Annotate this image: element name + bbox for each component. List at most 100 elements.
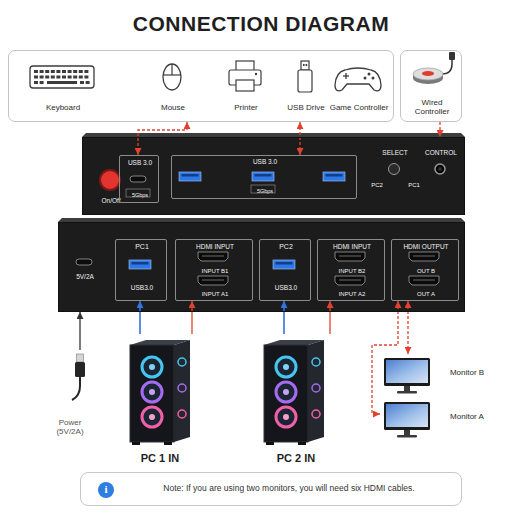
pc-tower: [130, 340, 190, 445]
front-fan: [312, 384, 320, 392]
tower-foot: [132, 442, 140, 445]
device-name: USB Drive: [276, 103, 336, 112]
fan-hub: [149, 414, 155, 420]
device-name: Game Controller: [323, 103, 395, 112]
info-symbol: i: [99, 483, 113, 496]
game-controller-icon: [335, 68, 381, 91]
monitor-base: [397, 435, 417, 438]
hdmi-port: [335, 276, 365, 285]
usb-tongue: [182, 174, 199, 177]
pc-figure: PC 1 IN: [120, 334, 200, 468]
cable-connector: [407, 301, 408, 354]
cable-connector: [79, 312, 80, 350]
peripheral-panel: Keyboard Mouse PrinterUSB DriveGame Contro…: [8, 50, 394, 122]
space-bar: [47, 81, 77, 84]
usb-a-port: [273, 260, 295, 269]
info-badge: i: [98, 482, 114, 498]
fan-hub: [283, 364, 289, 370]
port-label: USB 3.0: [245, 158, 285, 165]
power-cable: [72, 377, 80, 400]
cable-connector: [299, 122, 300, 155]
key-row: [34, 76, 90, 79]
puck-top: [413, 68, 443, 80]
key-row: [80, 81, 90, 84]
figure-label: PC 2 IN: [256, 452, 336, 465]
cable-connector: [329, 301, 330, 334]
device-name: Mouse: [143, 103, 203, 112]
fan-hub: [149, 364, 155, 370]
key-row: [34, 70, 90, 73]
power-figure: Power (5V/2A): [30, 350, 96, 440]
rgb-fan: [142, 407, 162, 427]
controller-button: [364, 77, 367, 80]
connector-group: [80, 122, 440, 414]
select-button: [389, 164, 400, 175]
rgb-fan: [142, 357, 162, 377]
port-group: HDMI OUTPUTOUT BOUT A: [391, 239, 459, 301]
port-label: OUT A: [401, 291, 451, 298]
back-device: [58, 218, 465, 312]
port-label: USB3.0: [122, 284, 162, 291]
cable-connector: [191, 301, 192, 334]
port-group: PC1USB3.0: [115, 239, 167, 301]
note-text: Note: If you are using two monitors, you…: [129, 484, 449, 494]
key-row: [34, 81, 44, 84]
figure-label: Monitor A: [442, 412, 492, 421]
device-name: Keyboard: [28, 103, 98, 112]
device-name: Printer: [216, 103, 276, 112]
port-label: USB3.0: [266, 284, 306, 291]
panel-label: 5V/2A: [70, 273, 100, 280]
monitor-figure: Monitor B: [380, 354, 494, 396]
mouse-split: [171, 64, 172, 75]
hdmi-pins: [202, 255, 224, 257]
monitor-frame: [384, 358, 430, 386]
front-fan: [178, 410, 186, 418]
usb-tongue: [132, 262, 149, 265]
hdmi-port: [335, 252, 365, 261]
monitor-base: [397, 391, 417, 394]
controller-button: [372, 77, 375, 80]
printer-icon: [229, 61, 261, 91]
panel-label: PC1: [405, 182, 423, 189]
tower-foot: [298, 442, 306, 445]
jack-hole: [438, 167, 442, 171]
note-box: Note: If you are using two monitors, you…: [80, 472, 462, 506]
port-group: USB 3.0 5Gbps: [171, 155, 357, 199]
hdmi-pins: [339, 279, 361, 281]
hdmi-port: [409, 252, 439, 261]
controller-button: [368, 73, 371, 76]
rgb-fan: [276, 357, 296, 377]
usb-contact: [306, 64, 308, 66]
usb-tongue: [326, 174, 343, 177]
controller-cable: [442, 59, 452, 74]
hdmi-port: [198, 252, 228, 261]
controller-plug: [449, 52, 455, 60]
usb-contact: [303, 64, 305, 66]
fan-hub: [283, 389, 289, 395]
rgb-fan: [276, 407, 296, 427]
figure-label: PC 1 IN: [120, 452, 200, 465]
mouse-body: [163, 64, 181, 90]
tower-side: [264, 345, 308, 442]
tower-foot: [164, 442, 172, 445]
usb-a-port: [129, 260, 151, 269]
tower-foot: [266, 442, 274, 445]
hdmi-pins: [413, 255, 435, 257]
rgb-fan: [276, 382, 296, 402]
monitor-icon: [384, 358, 430, 394]
port-label: HDMI INPUT: [180, 243, 250, 250]
device-body: [82, 137, 465, 215]
tower-front: [174, 340, 190, 442]
monitor-neck: [404, 386, 410, 391]
port-label: PC2: [271, 243, 301, 251]
port-label: 5Gbps: [253, 188, 277, 194]
pc-figure: PC 2 IN: [256, 334, 336, 468]
hdmi-port: [198, 276, 228, 285]
puck-button: [422, 71, 434, 76]
keyboard-icon: [30, 66, 94, 88]
controller-panel: Wired Controller: [400, 50, 462, 122]
usb-tongue: [276, 262, 293, 265]
front-fan: [178, 358, 186, 366]
monitor-frame: [384, 402, 430, 430]
